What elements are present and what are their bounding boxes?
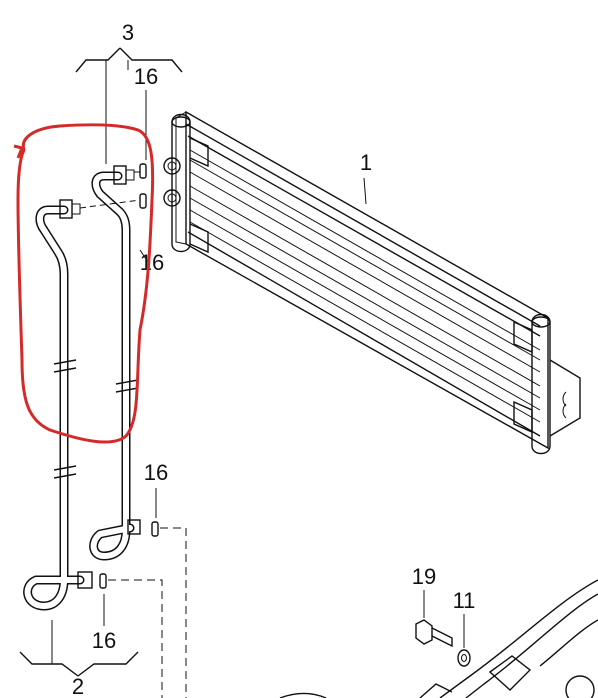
bracket-2 — [19, 620, 139, 677]
seal-mid — [139, 193, 147, 209]
part-label-11: 11 — [453, 588, 476, 613]
part-label-16-mid: 16 — [140, 250, 164, 275]
highlight-outline — [16, 123, 155, 444]
seal-right — [151, 521, 159, 537]
hose-assembly — [279, 579, 598, 698]
part-label-16-right: 16 — [144, 460, 168, 485]
lower-oil-line — [23, 199, 93, 611]
oil-cooler — [163, 110, 581, 455]
part-label-16-bottom: 16 — [92, 628, 116, 653]
seal-bottom — [99, 573, 107, 589]
part-label-3: 3 — [122, 20, 134, 45]
seal-top — [139, 163, 147, 179]
leader-16-mid — [139, 249, 149, 263]
part-label-1: 1 — [360, 150, 372, 175]
bracket-3 — [75, 47, 183, 164]
leader-1 — [363, 177, 367, 205]
part-label-16-top: 16 — [134, 64, 158, 89]
highlight-tick — [13, 144, 24, 159]
bolt — [415, 619, 453, 648]
upper-oil-line — [89, 165, 141, 561]
part-label-2: 2 — [72, 674, 84, 698]
washer — [457, 649, 471, 667]
part-label-19: 19 — [412, 564, 436, 589]
